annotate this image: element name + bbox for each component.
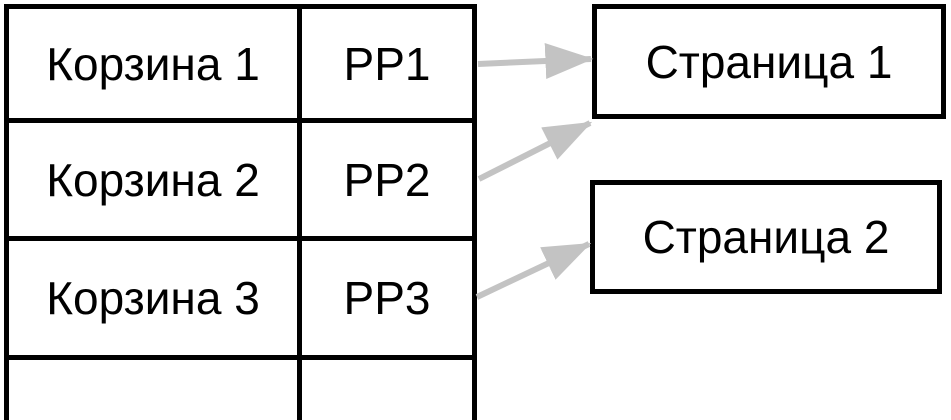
basket-cell-2: Корзина 2 xyxy=(9,123,297,236)
arrow-pp1-to-page1 xyxy=(477,43,594,79)
basket-cell-3: Корзина 3 xyxy=(9,241,297,355)
placement-cell-2: PP2 xyxy=(302,123,472,236)
arrow-pp3-to-page2 xyxy=(475,241,592,300)
basket-cell-4-empty xyxy=(9,360,297,420)
page-box-1-label: Страница 1 xyxy=(645,35,893,88)
baskets-table: Корзина 1 PP1 Корзина 2 PP2 Корзина 3 PP… xyxy=(4,4,477,420)
placement-cell-3: PP3 xyxy=(302,241,472,355)
page-box-2-label: Страница 2 xyxy=(642,211,890,263)
page-box-1: Страница 1 xyxy=(592,4,946,119)
basket-cell-1: Корзина 1 xyxy=(9,9,297,118)
placement-cell-4-empty xyxy=(302,360,472,420)
arrow-pp2-to-page1 xyxy=(477,120,593,182)
page-box-2: Страница 2 xyxy=(590,180,942,294)
placement-cell-1: PP1 xyxy=(302,9,472,118)
